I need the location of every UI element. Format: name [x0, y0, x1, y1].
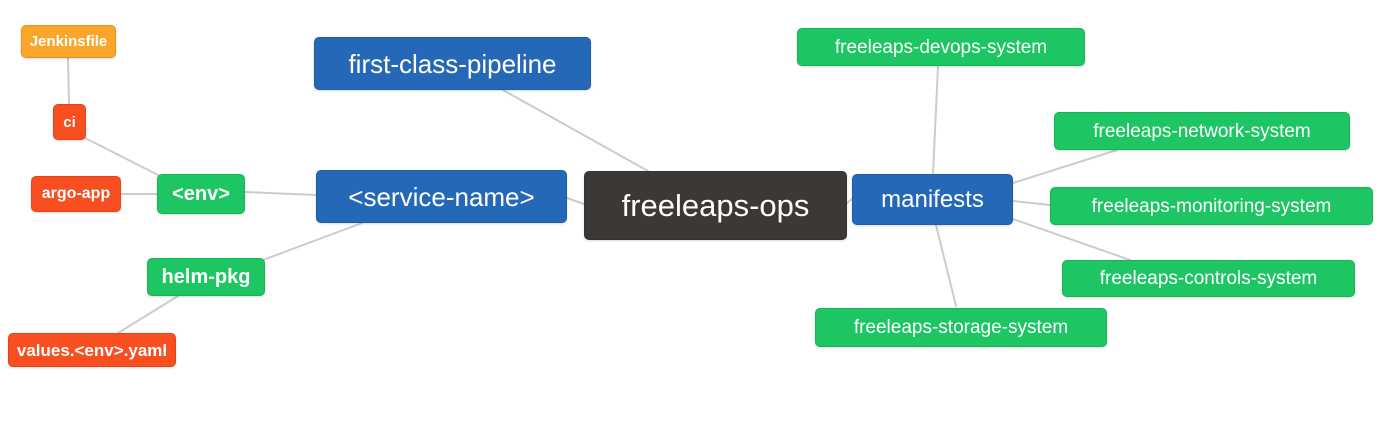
- node-label: <env>: [172, 183, 230, 205]
- edge-helm-pkg-values-env-yaml: [117, 295, 179, 334]
- node-freeleaps-devops-system[interactable]: freeleaps-devops-system: [797, 28, 1085, 66]
- node-freeleaps-storage-system[interactable]: freeleaps-storage-system: [815, 308, 1107, 347]
- edge-manifests-freeleaps-controls-system: [1012, 218, 1131, 261]
- edge-manifests-freeleaps-monitoring-system: [1012, 200, 1051, 206]
- node-label: manifests: [881, 185, 984, 213]
- edge-service-name-helm-pkg: [262, 222, 363, 261]
- node-helm-pkg[interactable]: helm-pkg: [147, 258, 265, 296]
- edge-manifests-freeleaps-network-system: [1012, 149, 1118, 184]
- edge-manifests-freeleaps-storage-system: [935, 224, 957, 307]
- edge-service-name-freeleaps-ops: [566, 197, 585, 205]
- node-label: freeleaps-devops-system: [834, 36, 1048, 58]
- node-freeleaps-monitoring-system[interactable]: freeleaps-monitoring-system: [1050, 187, 1373, 225]
- node-argo-app[interactable]: argo-app: [31, 176, 121, 212]
- edge-manifests-freeleaps-devops-system: [932, 65, 939, 175]
- node-manifests[interactable]: manifests: [852, 174, 1013, 225]
- node-label: argo-app: [41, 185, 111, 202]
- edge-freeleaps-ops-manifests: [846, 198, 853, 204]
- node-label: freeleaps-network-system: [1093, 120, 1311, 142]
- node-label: Jenkinsfile: [29, 33, 108, 50]
- node-label: freeleaps-monitoring-system: [1091, 195, 1332, 217]
- node-freeleaps-controls-system[interactable]: freeleaps-controls-system: [1062, 260, 1355, 297]
- node-label: freeleaps-controls-system: [1099, 268, 1318, 289]
- node-label: first-class-pipeline: [348, 48, 557, 79]
- edge-ci-env: [84, 137, 161, 177]
- node-label: helm-pkg: [161, 266, 251, 288]
- edge-first-class-pipeline-freeleaps-ops: [502, 89, 649, 172]
- node-env[interactable]: <env>: [157, 174, 245, 214]
- edge-jenkinsfile-ci: [67, 57, 70, 105]
- node-label: freeleaps-storage-system: [853, 317, 1069, 338]
- node-label: freeleaps-ops: [621, 188, 810, 223]
- node-label: <service-name>: [348, 181, 535, 212]
- edge-env-service-name: [244, 191, 317, 196]
- node-ci[interactable]: ci: [53, 104, 86, 140]
- node-values-env-yaml[interactable]: values.<env>.yaml: [8, 333, 176, 367]
- node-service-name[interactable]: <service-name>: [316, 170, 567, 223]
- node-label: ci: [63, 113, 76, 131]
- node-jenkinsfile[interactable]: Jenkinsfile: [21, 25, 116, 58]
- node-freeleaps-network-system[interactable]: freeleaps-network-system: [1054, 112, 1350, 150]
- node-label: values.<env>.yaml: [16, 340, 168, 360]
- node-freeleaps-ops[interactable]: freeleaps-ops: [584, 171, 847, 240]
- node-first-class-pipeline[interactable]: first-class-pipeline: [314, 37, 591, 90]
